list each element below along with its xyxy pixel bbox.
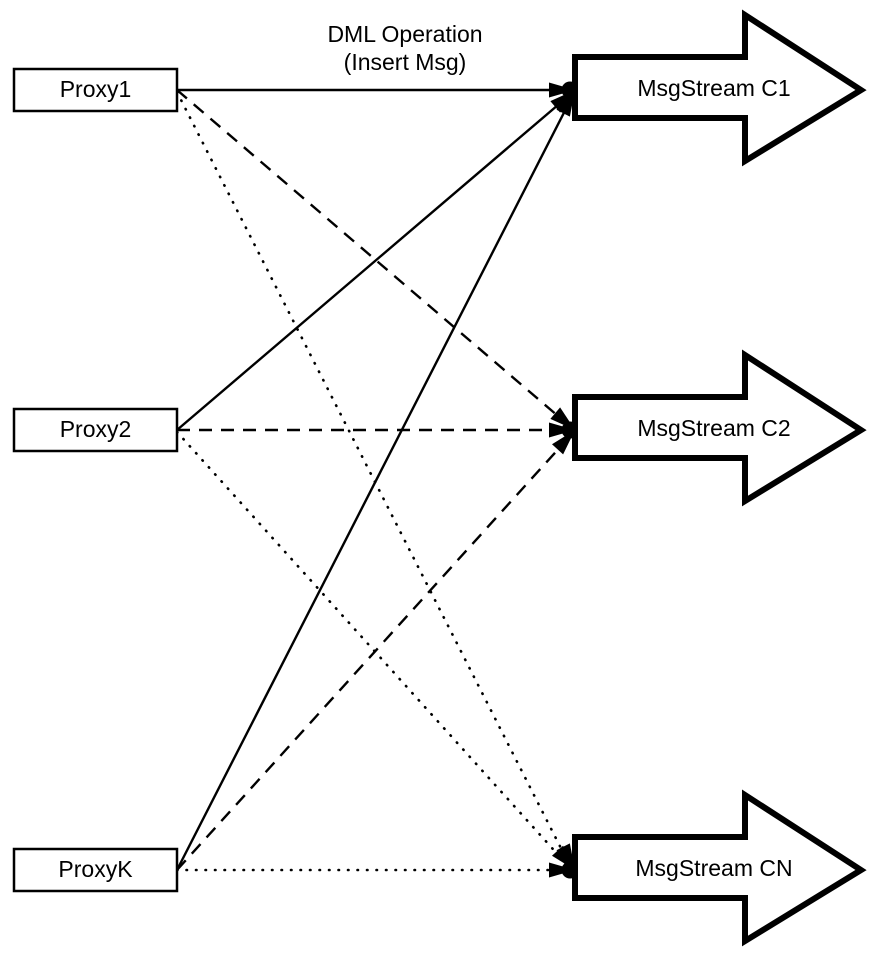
stream-arrow-shape-stream_c1 xyxy=(572,9,867,167)
dml-operation-label-line1: DML Operation xyxy=(327,21,482,47)
proxy-label-proxy1: Proxy1 xyxy=(60,76,132,102)
connection-p1-cn xyxy=(175,90,572,868)
stream-node-stream_c1[interactable]: MsgStream C1 xyxy=(572,9,867,167)
proxy-node-proxyk[interactable]: ProxyK xyxy=(12,847,179,893)
connection-pk-c2 xyxy=(176,433,573,871)
proxy-label-proxyk: ProxyK xyxy=(58,856,133,882)
stream-label-stream_cn: MsgStream CN xyxy=(635,855,792,881)
connection-p2-cn xyxy=(175,430,572,870)
dml-operation-annotation: DML Operation (Insert Msg) xyxy=(327,21,482,75)
stream-arrow-shape-stream_cn xyxy=(572,789,867,947)
connection-p2-c1 xyxy=(176,92,573,431)
stream-node-stream_cn[interactable]: MsgStream CN xyxy=(572,789,867,947)
stream-label-stream_c1: MsgStream C1 xyxy=(637,75,790,101)
connections-layer xyxy=(175,88,575,872)
proxy-box-proxy1 xyxy=(12,67,179,113)
proxy-node-proxy2[interactable]: Proxy2 xyxy=(12,407,179,453)
connection-p1-c2 xyxy=(176,89,573,429)
stream-arrow-shape-stream_c2 xyxy=(572,349,867,507)
proxy-box-proxy2 xyxy=(12,407,179,453)
stream-node-stream_c2[interactable]: MsgStream C2 xyxy=(572,349,867,507)
stream-label-stream_c2: MsgStream C2 xyxy=(637,415,790,441)
proxy-box-proxyk xyxy=(12,847,179,893)
dml-operation-label-line2: (Insert Msg) xyxy=(344,49,467,75)
connection-pk-c1 xyxy=(175,94,575,871)
proxy-label-proxy2: Proxy2 xyxy=(60,416,132,442)
proxy-node-proxy1[interactable]: Proxy1 xyxy=(12,67,179,113)
streams-layer: MsgStream C1 MsgStream C2 MsgStream CN xyxy=(572,9,867,947)
arrowheads-layer xyxy=(549,81,579,879)
